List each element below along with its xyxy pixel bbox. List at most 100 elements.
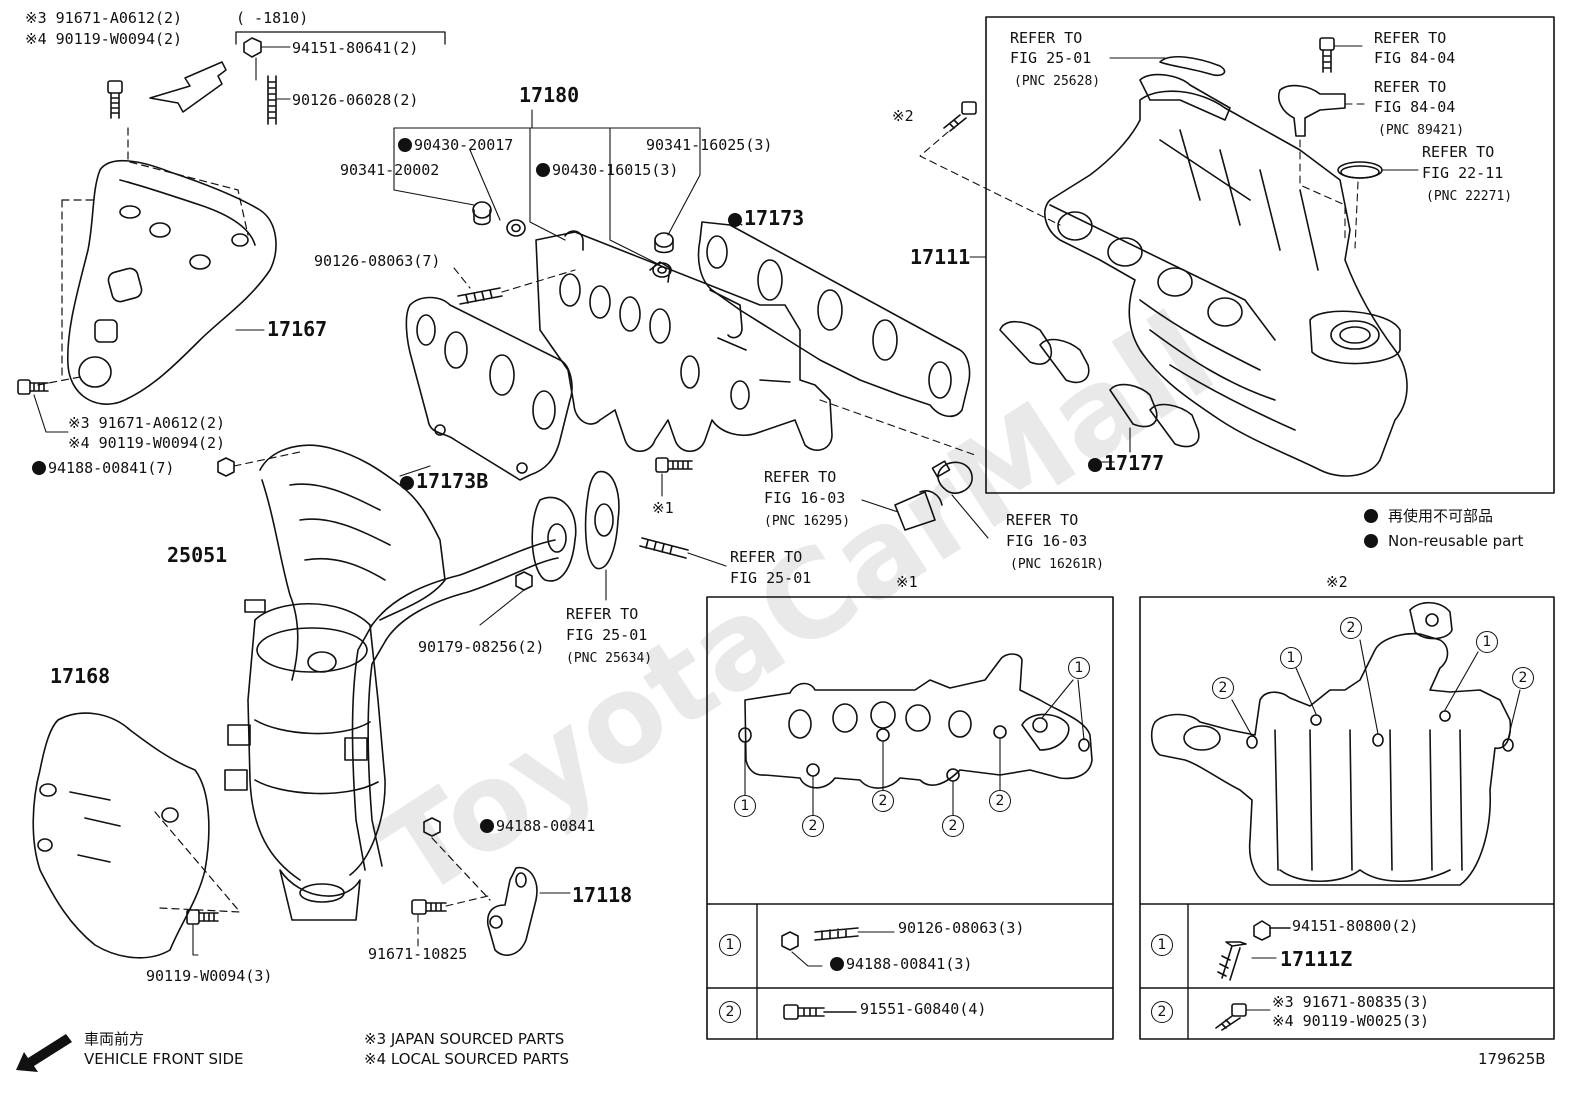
stud-exhaust-pipe xyxy=(639,537,689,559)
refer-fig-16-03-a-line2: FIG 16-03 xyxy=(764,489,846,507)
intake-manifold-17111 xyxy=(1044,73,1408,477)
callout-nut-94151: 94151-80641(2) xyxy=(292,39,419,57)
inset-x2-marker: 1 xyxy=(1476,631,1498,653)
inset-x1-marker: 2 xyxy=(802,815,824,837)
callout-gasket-90430-16015: 90430-16015(3) xyxy=(536,162,678,179)
refer-fig-25-01-b-line1: REFER TO xyxy=(730,548,803,566)
intake-manifold-frame xyxy=(985,16,1555,494)
exhaust-pipe xyxy=(351,496,577,871)
inset-x2-row1-part-a: 94151-80800(2) xyxy=(1292,917,1419,935)
callout-gasket-17173B: 17173B xyxy=(400,470,488,492)
inset-x2-row2-number: 2 xyxy=(1151,1001,1173,1023)
inset-x1-row1-number: 1 xyxy=(719,934,741,956)
non-reusable-dot-icon xyxy=(1364,534,1378,548)
nut-90179 xyxy=(515,571,533,591)
refer-fig-84-04-b-line1: REFER TO xyxy=(1374,78,1447,96)
inset-x1-manifold-drawing xyxy=(738,653,1093,789)
inset-x2-marker: 2 xyxy=(1212,677,1234,699)
bolt-fig84-a xyxy=(1319,37,1335,73)
nut-94188-7 xyxy=(217,457,235,477)
plug-90341-20002 xyxy=(472,201,492,226)
callout-bolt-mid-left-b: ※4 90119-W0094(2) xyxy=(68,434,226,452)
refer-fig-25-01-c-line2: FIG 25-01 xyxy=(566,626,648,644)
legend-non-reusable-en: Non-reusable part xyxy=(1364,533,1523,550)
refer-fig-16-03-a-line1: REFER TO xyxy=(764,468,837,486)
seal-25628 xyxy=(1159,56,1226,77)
vehicle-front-arrow xyxy=(16,1034,72,1072)
inset-x1-marker: 1 xyxy=(734,795,756,817)
gasket-exhaust-pipe xyxy=(584,470,620,570)
callout-part-17118: 17118 xyxy=(572,883,633,907)
refer-fig-25-01-a-line3: (PNC 25628) xyxy=(1014,74,1101,89)
leader-lines-17180 xyxy=(393,109,701,266)
refer-fig-22-11-line1: REFER TO xyxy=(1422,143,1495,161)
refer-fig-25-01-a-line2: FIG 25-01 xyxy=(1010,49,1092,67)
stud-90126-08063 xyxy=(457,287,503,305)
callout-part-25051: 25051 xyxy=(167,543,228,567)
hose-16295 xyxy=(894,490,943,531)
callout-part-17168: 17168 xyxy=(50,664,111,688)
callout-date-range: ( -1810) xyxy=(236,9,309,27)
callout-bolt-top-left-a: ※3 91671-A0612(2) xyxy=(25,9,183,27)
callout-gasket-17173: 17173 xyxy=(728,207,804,229)
callout-bolt-top-left-b: ※4 90119-W0094(2) xyxy=(25,30,183,48)
inset-x1-row2-number: 2 xyxy=(719,1001,741,1023)
non-reusable-dot-icon xyxy=(1364,509,1378,523)
nut-94188-single xyxy=(423,817,441,837)
callout-stud-90126-06028: 90126-06028(2) xyxy=(292,91,419,109)
callout-gasket-90430-20017: 90430-20017 xyxy=(398,137,513,154)
callout-nut-94188-single: 94188-00841 xyxy=(480,818,595,835)
inset-x2-row2-part-a: ※3 91671-80835(3) xyxy=(1272,993,1430,1011)
refer-fig-25-01-c-line1: REFER TO xyxy=(566,605,639,623)
callout-bolt-91671-10825: 91671-10825 xyxy=(368,945,468,963)
heat-insulator-17168 xyxy=(32,712,210,959)
inset-x1-leaders xyxy=(744,679,1085,816)
callout-note-x2-bolt: ※2 xyxy=(892,107,914,125)
refer-fig-25-01-c-line3: (PNC 25634) xyxy=(566,651,653,666)
refer-fig-22-11-line2: FIG 22-11 xyxy=(1422,164,1504,182)
inset-x2-row1-number: 1 xyxy=(1151,934,1173,956)
callout-stud-90126-08063: 90126-08063(7) xyxy=(314,252,441,270)
date-bracket xyxy=(235,31,446,45)
front-direction-arrow xyxy=(149,61,227,113)
footer-front-jp: 車両前方 xyxy=(84,1030,145,1048)
inset-x2-row1-parts xyxy=(1217,920,1291,981)
plug-90341-16025 xyxy=(654,232,674,254)
refer-fig-25-01-b-line2: FIG 25-01 xyxy=(730,569,812,587)
exhaust-manifold-17180 xyxy=(535,230,833,453)
inset-x2-row2-parts xyxy=(1215,1003,1271,1031)
inset-x2-marker: 2 xyxy=(1512,667,1534,689)
inset-x1-frame xyxy=(706,596,1114,1040)
callout-nut-94188-7: 94188-00841(7) xyxy=(32,460,174,477)
leader-lines-topleft xyxy=(255,46,291,100)
inset-x1-marker: 2 xyxy=(942,815,964,837)
inset-x1-marker: 1 xyxy=(1068,657,1090,679)
inset-x2-marker: 1 xyxy=(1280,647,1302,669)
inset-x2-frame xyxy=(1139,596,1555,1040)
inset-x2-leaders xyxy=(1231,639,1521,740)
callout-nut-90179: 90179-08256(2) xyxy=(418,638,545,656)
inset-x2-row1-part-b: 17111Z xyxy=(1280,947,1353,971)
callout-part-17167: 17167 xyxy=(267,317,328,341)
oring-22271 xyxy=(1337,161,1383,179)
footer-figure-id: 179625B xyxy=(1478,1050,1546,1068)
inset-x1-row1-parts xyxy=(781,927,895,967)
refer-fig-84-04-a-line2: FIG 84-04 xyxy=(1374,49,1456,67)
bolt-x2-intake xyxy=(943,101,977,132)
gasket-90430-20017 xyxy=(506,219,526,237)
stud-90126-06028 xyxy=(267,75,277,125)
inset-x1-marker: 2 xyxy=(989,790,1011,812)
bracket-17118 xyxy=(486,866,538,956)
footer-note-4: ※4 LOCAL SOURCED PARTS xyxy=(364,1050,569,1068)
bolt-91671-10825 xyxy=(411,899,447,915)
refer-fig-84-04-b-line3: (PNC 89421) xyxy=(1378,123,1465,138)
refer-fig-16-03-a-line3: (PNC 16295) xyxy=(764,514,851,529)
refer-fig-16-03-b-line1: REFER TO xyxy=(1006,511,1079,529)
refer-fig-84-04-a-line1: REFER TO xyxy=(1374,29,1447,47)
callout-bolt-mid-left-a: ※3 91671-A0612(2) xyxy=(68,414,226,432)
refer-fig-25-01-a-line1: REFER TO xyxy=(1010,29,1083,47)
gasket-90430-16015 xyxy=(652,262,672,278)
gasket-17173B xyxy=(405,296,573,481)
inset-x2-title: ※2 xyxy=(1326,573,1348,591)
